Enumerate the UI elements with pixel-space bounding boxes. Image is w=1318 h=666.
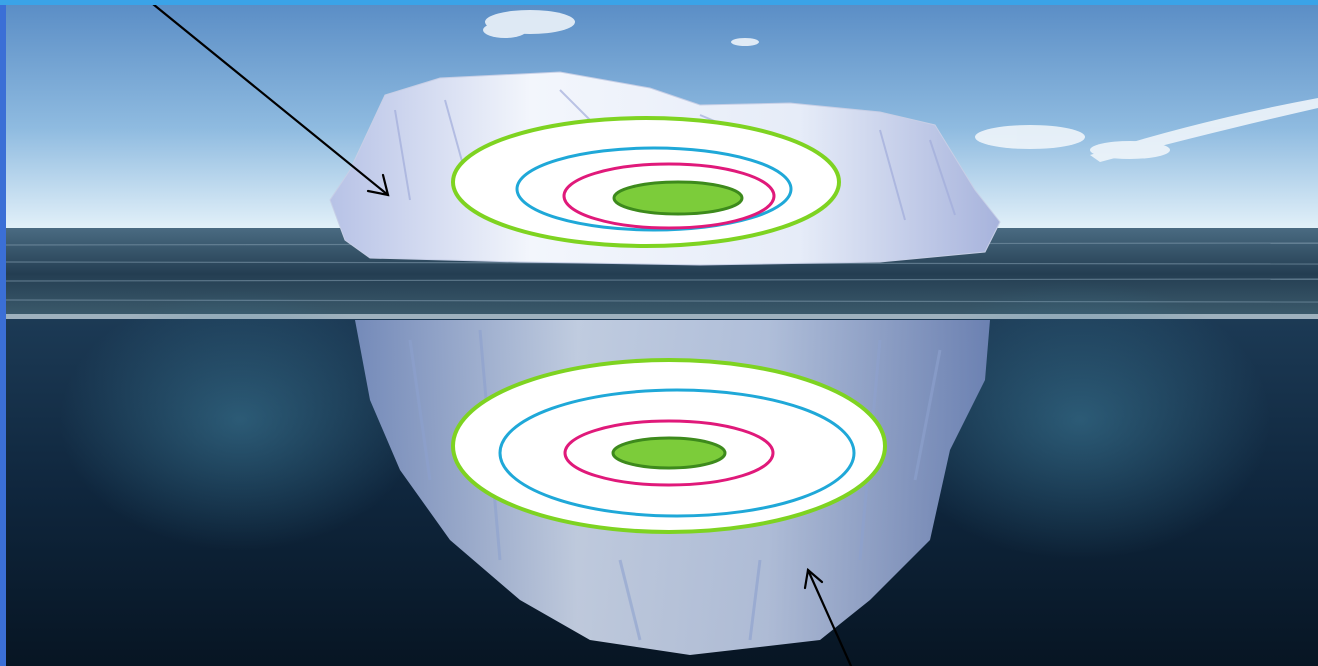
light-ray-left: [60, 290, 420, 550]
arrow-to-base: [803, 567, 853, 666]
upper-core: [612, 180, 744, 216]
lower-middle-ring: [498, 388, 856, 518]
lower-core: [611, 436, 727, 470]
upper-target: [451, 116, 841, 248]
arrow-to-tip: [146, 0, 390, 197]
lower-target: [451, 358, 887, 534]
waterline: [6, 314, 1318, 319]
upper-middle-ring: [515, 146, 793, 232]
upper-inner-ring: [562, 162, 776, 230]
frame-top-border: [0, 0, 1318, 5]
clouds: [483, 10, 1318, 162]
lower-inner-ring: [563, 419, 775, 487]
